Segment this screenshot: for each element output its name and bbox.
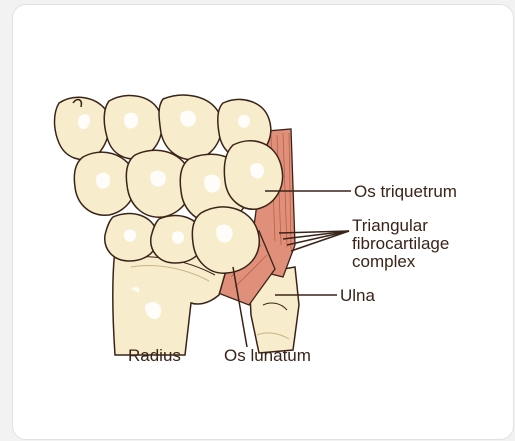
label-ulna: Ulna xyxy=(340,286,376,305)
label-os-lunatum: Os lunatum xyxy=(224,346,311,365)
figure-card: Os triquetrum Triangular fibrocartilage … xyxy=(12,4,514,440)
label-tfcc-line3: complex xyxy=(352,252,416,271)
label-tfcc-line1: Triangular xyxy=(352,216,428,235)
label-tfcc-line2: fibrocartilage xyxy=(352,234,449,253)
label-radius: Radius xyxy=(128,346,181,365)
wrist-anatomy-illustration: Os triquetrum Triangular fibrocartilage … xyxy=(13,5,514,440)
label-os-triquetrum: Os triquetrum xyxy=(354,182,457,201)
